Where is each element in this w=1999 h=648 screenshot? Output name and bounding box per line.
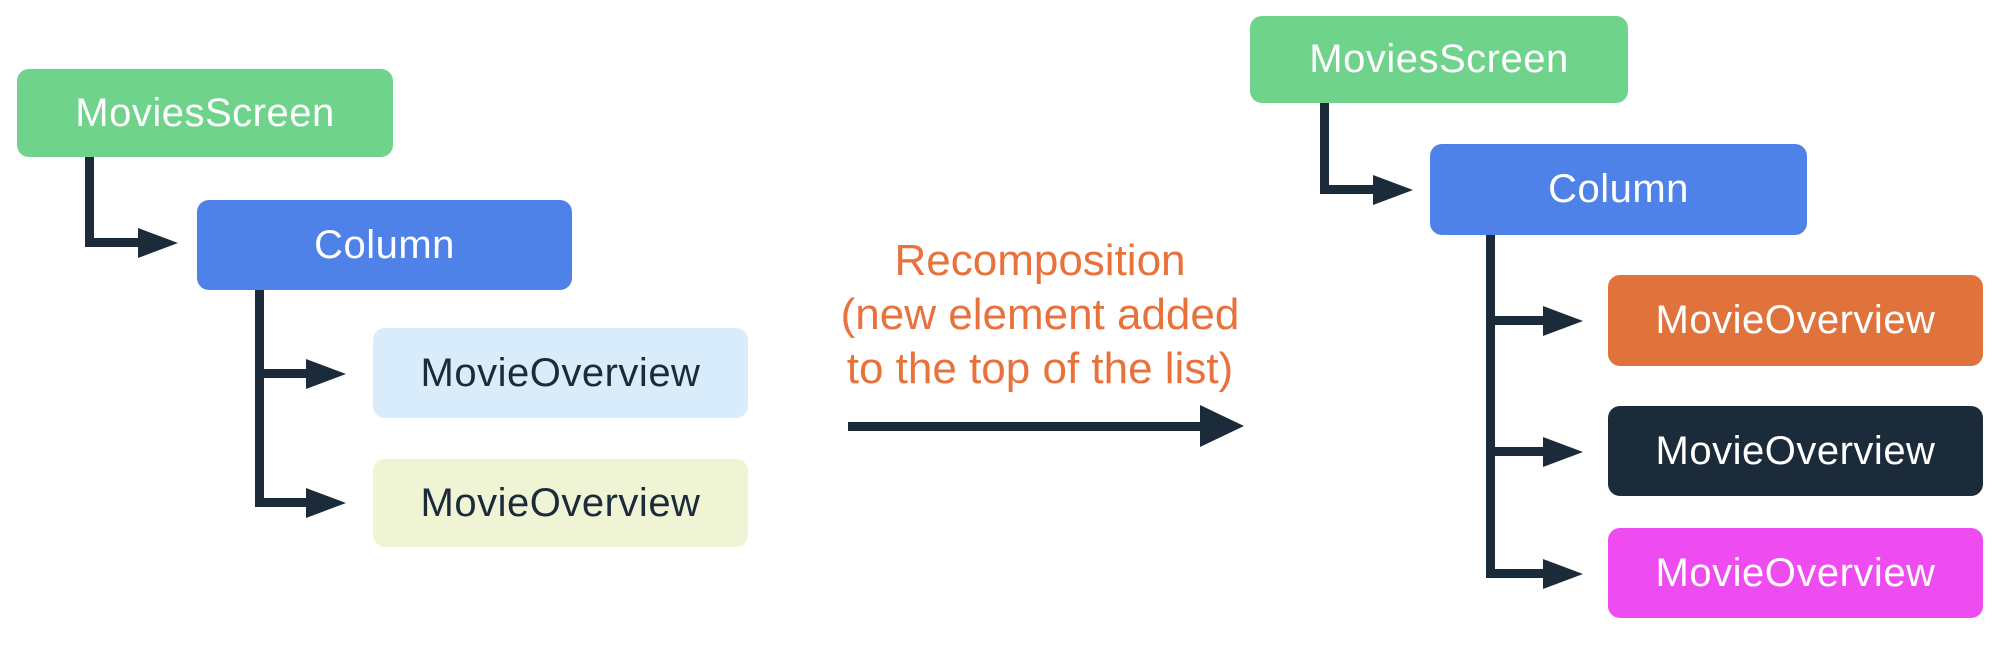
connector-after-column-vline — [1486, 235, 1495, 578]
node-label: MoviesScreen — [75, 90, 335, 135]
node-label: MoviesScreen — [1309, 37, 1569, 81]
connector-after-branch-1-hline — [1486, 316, 1543, 325]
recomposition-arrow-shaft — [848, 422, 1200, 431]
node-label: MovieOverview — [1655, 428, 1936, 473]
node-column-after: Column — [1430, 144, 1807, 235]
connector-before-root-arrowhead — [138, 228, 178, 258]
connector-after-branch-1-arrowhead — [1543, 306, 1583, 336]
node-label: MovieOverview — [420, 480, 701, 525]
connector-before-root-hline — [85, 238, 138, 247]
annotation-line-3: to the top of the list) — [846, 344, 1234, 393]
recomposition-arrowhead — [1200, 405, 1244, 447]
node-label: MovieOverview — [1655, 298, 1936, 342]
node-column-before: Column — [197, 200, 572, 290]
node-moviesscreen-before: MoviesScreen — [17, 69, 393, 157]
node-movieoverview-2-before: MovieOverview — [373, 459, 748, 547]
connector-after-branch-3-arrowhead — [1543, 559, 1583, 589]
annotation-line-1: Recomposition — [894, 236, 1186, 285]
connector-after-branch-2-hline — [1486, 447, 1543, 456]
connector-before-column-vline — [255, 290, 264, 506]
node-movieoverview-1-before: MovieOverview — [373, 328, 748, 418]
connector-before-branch-2-hline — [255, 498, 306, 507]
connector-before-branch-1-hline — [255, 369, 306, 378]
node-label: Column — [314, 222, 455, 267]
node-moviesscreen-after: MoviesScreen — [1250, 16, 1628, 103]
annotation-line-2: (new element added — [840, 290, 1240, 339]
connector-before-root-vline — [85, 157, 94, 247]
node-movieoverview-2-after: MovieOverview — [1608, 528, 1983, 618]
node-label: MovieOverview — [1655, 550, 1936, 595]
node-label: MovieOverview — [420, 350, 701, 395]
node-movieoverview-1-after: MovieOverview — [1608, 406, 1983, 496]
connector-after-root-vline — [1320, 103, 1329, 193]
connector-before-branch-2-arrowhead — [306, 488, 346, 518]
connector-after-root-hline — [1320, 185, 1373, 194]
connector-before-branch-1-arrowhead — [306, 359, 346, 389]
node-label: Column — [1548, 167, 1689, 211]
recomposition-annotation: Recomposition (new element added to the … — [740, 234, 1340, 396]
connector-after-branch-3-hline — [1486, 569, 1543, 578]
connector-after-root-arrowhead — [1373, 175, 1413, 205]
node-movieoverview-new-after: MovieOverview — [1608, 275, 1983, 366]
connector-after-branch-2-arrowhead — [1543, 437, 1583, 467]
